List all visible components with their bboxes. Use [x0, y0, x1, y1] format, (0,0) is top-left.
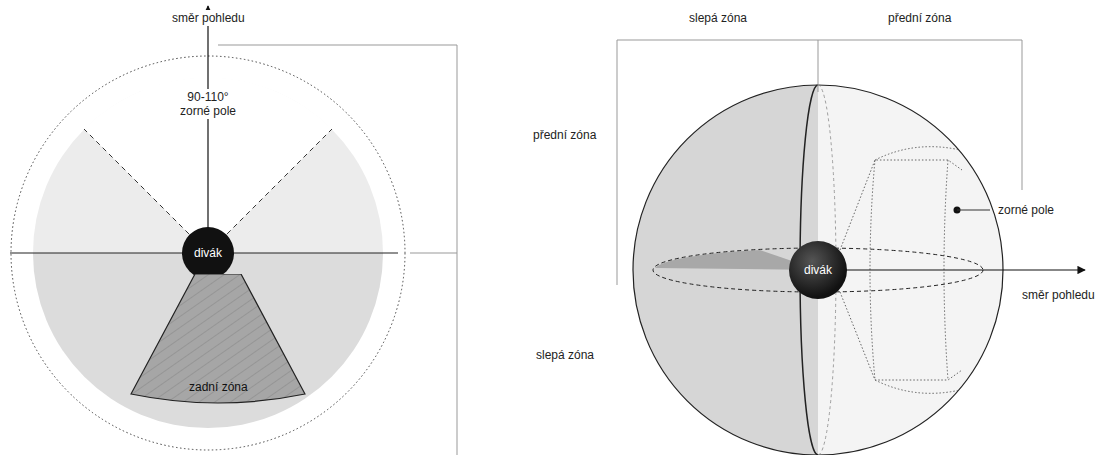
zone-label: slepá zóna: [536, 348, 594, 362]
direction-label: směr pohledu: [169, 10, 248, 26]
callout-label: zorné pole: [998, 203, 1054, 217]
view-arrow: [846, 269, 1085, 270]
viewer-circle: divák: [182, 227, 234, 279]
zone-label: přední zóna: [533, 128, 596, 142]
rear-half-fill: [33, 253, 383, 428]
zone-label: slepá zóna: [689, 11, 747, 25]
direction-label: směr pohledu: [1022, 288, 1095, 302]
zone-bracket: [410, 253, 457, 254]
viewer-circle: divák: [789, 241, 847, 299]
leader-line: [957, 210, 990, 211]
rear-zone-triangle: zadní zóna: [130, 274, 306, 408]
view-arrow: [207, 6, 208, 253]
viewer-label: divák: [804, 263, 832, 277]
zone-label: přední zóna: [888, 11, 951, 25]
viewer-label: divák: [194, 246, 222, 260]
outer-dotted-circle: [11, 56, 405, 450]
zone-bracket: [818, 40, 819, 92]
fov-label: 90-110° zorné pole: [174, 89, 242, 119]
zone-label: zadní zóna: [189, 380, 248, 394]
